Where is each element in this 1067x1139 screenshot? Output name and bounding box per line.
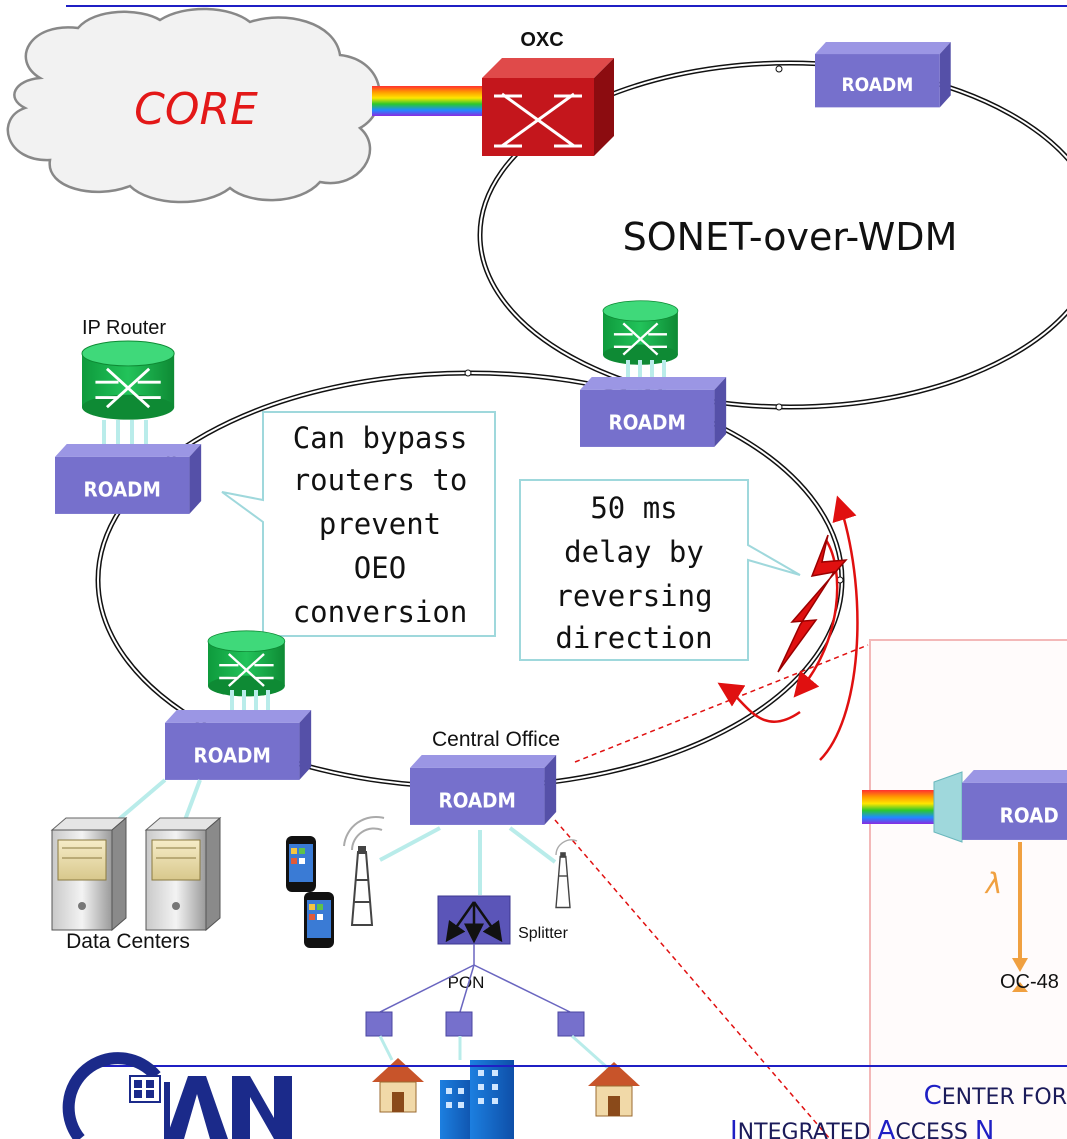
core-cloud: CORE [6, 7, 382, 204]
footer-line-2: INTEGRATED ACCESS N [730, 1116, 994, 1139]
roadm-central-office: ROADM [410, 755, 557, 825]
svg-text:Can bypass: Can bypass [293, 421, 468, 455]
svg-text:routers to: routers to [293, 463, 468, 497]
roadm-top-right: ROADM [815, 42, 951, 108]
svg-text:delay by: delay by [564, 535, 704, 569]
svg-text:ROADM: ROADM [193, 744, 270, 768]
sonet-ring-label: SONET-over-WDM [623, 215, 958, 259]
oc48-label: OC-48 [1000, 971, 1059, 993]
server-1-icon [50, 816, 128, 932]
bottom-left-router [206, 629, 286, 698]
callout-delay: 50 ms delay by reversing direction [519, 479, 801, 661]
fiber-inset [862, 790, 942, 824]
cian-logo [62, 1052, 292, 1139]
fault-reroute [717, 495, 859, 761]
svg-text:ROADM: ROADM [608, 411, 685, 435]
server-2-icon [144, 816, 222, 932]
core-label: CORE [134, 84, 258, 135]
cell-tower-right-icon [555, 839, 578, 909]
ip-router-ports [102, 420, 148, 448]
pon-label: PON [448, 973, 485, 992]
svg-text:prevent: prevent [319, 507, 441, 541]
phone-2-icon [304, 892, 334, 948]
demux-icon [933, 771, 963, 843]
footer-title: CENTER FOR INTEGRATED ACCESS N [730, 1081, 1067, 1139]
roadm-bottom-left: ROADM [165, 710, 312, 780]
cell-tower-left-icon [343, 815, 385, 926]
zoom-lines [554, 644, 869, 1139]
svg-text:direction: direction [555, 621, 712, 655]
fault-lightning-icon [777, 534, 848, 673]
oxc-label: OXC [520, 29, 563, 51]
phone-1-icon [286, 836, 316, 892]
roadm-left: ROADM [55, 444, 202, 514]
zoom-inset: ROAD λ OC-48 [862, 639, 1067, 1139]
svg-text:ROADM: ROADM [83, 478, 160, 502]
svg-text:OEO: OEO [354, 551, 406, 585]
junction-router [601, 299, 680, 366]
onu-units [365, 1011, 585, 1037]
oxc-switch: OXC [482, 29, 614, 156]
svg-text:reversing: reversing [555, 579, 712, 613]
house-1-icon [372, 1058, 424, 1113]
sonet-ring [477, 60, 1067, 411]
roadm-label: ROADM [841, 74, 913, 96]
house-2-icon [588, 1062, 640, 1117]
svg-text:conversion: conversion [293, 595, 468, 629]
svg-text:50 ms: 50 ms [590, 491, 677, 525]
footer-line-1: CENTER FOR [924, 1081, 1067, 1111]
callout-bypass: Can bypass routers to prevent OEO conver… [221, 411, 496, 637]
roadm-junction: ROADM [580, 377, 727, 447]
splitter-label: Splitter [518, 925, 568, 942]
ip-router [80, 339, 176, 422]
splitter-icon [437, 895, 511, 945]
svg-text:ROAD: ROAD [1000, 804, 1059, 828]
svg-text:ROADM: ROADM [438, 789, 515, 813]
fiber-core-oxc [372, 86, 490, 116]
lambda-label: λ [984, 867, 1003, 900]
data-centers-label: Data Centers [66, 930, 190, 953]
roadm-inset: ROAD [962, 770, 1067, 840]
ip-router-label: IP Router [82, 317, 166, 339]
pon-links [379, 944, 571, 1013]
office-building-icon [440, 1060, 514, 1139]
central-office-label: Central Office [432, 728, 560, 751]
